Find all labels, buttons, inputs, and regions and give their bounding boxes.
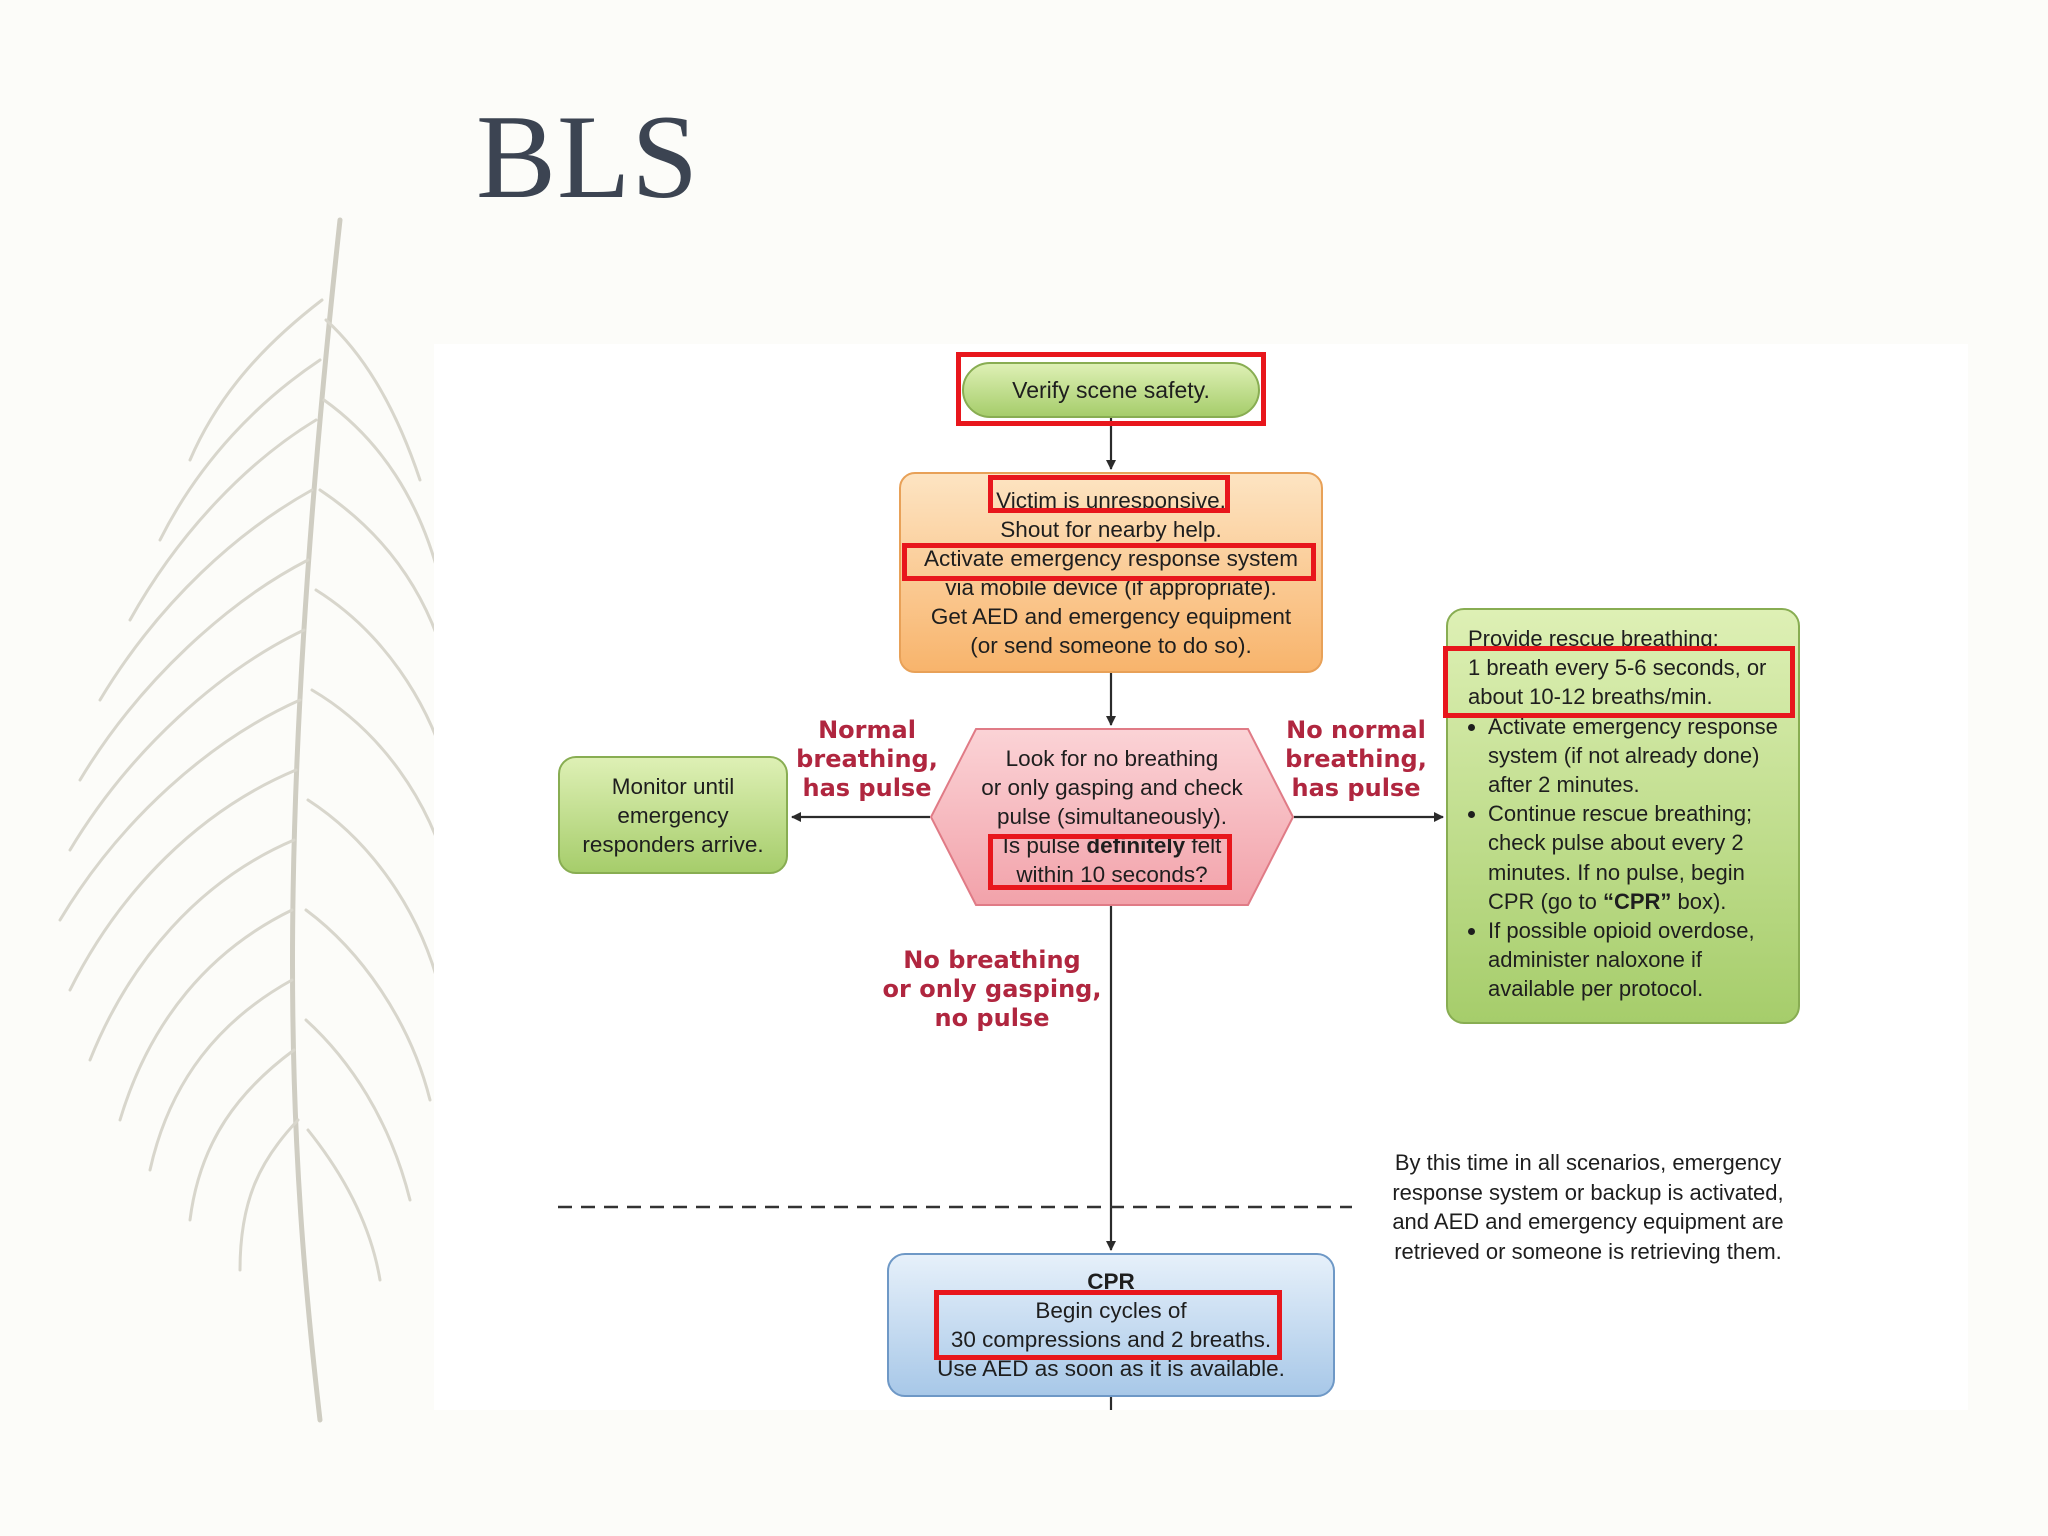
unresponsive-line: Activate emergency response system (924, 545, 1298, 571)
branch-label-line: No breathing (903, 946, 1081, 974)
cpr-line: 30 compressions and 2 breaths. (950, 1327, 1272, 1352)
unresponsive-line: Get AED and emergency equipment (930, 603, 1292, 629)
monitor-line: Monitor until (611, 773, 735, 799)
highlight-pulse-check (988, 834, 1232, 890)
cpr-line: Begin cycles of (1035, 1298, 1187, 1323)
scenario-note: By this time in all scenarios, emergency… (1370, 1148, 1806, 1266)
highlight-activate-emergency (902, 543, 1316, 581)
assessment-text: Look for no breathing or only gasping an… (960, 744, 1264, 889)
unresponsive-line: Shout for nearby help. (1000, 516, 1222, 542)
feather-decoration (58, 217, 452, 1423)
unresponsive-line: (or send someone to do so). (970, 632, 1252, 658)
rescue-bullet-emphasis: “CPR” (1602, 888, 1672, 914)
highlight-victim-unresponsive (988, 475, 1230, 513)
branch-label-line: No normal (1286, 716, 1426, 744)
assessment-line: pulse (simultaneously). (996, 804, 1228, 829)
rescue-bullet: If possible opioid overdose, administer … (1488, 916, 1784, 1004)
branch-label-line: has pulse (1291, 774, 1421, 802)
branch-label-line: or only gasping, (882, 975, 1102, 1003)
monitor-box: Monitor until emergency responders arriv… (558, 756, 788, 874)
rescue-bullet-text: Continue rescue breathing; check pulse a… (1488, 801, 1753, 914)
rescue-bullet: Continue rescue breathing; check pulse a… (1488, 799, 1784, 916)
rescue-intro-line: 1 breath every 5-6 seconds, or (1468, 655, 1767, 681)
cpr-box: CPR Begin cycles of 30 compressions and … (887, 1253, 1335, 1397)
note-line: By this time in all scenarios, emergency (1394, 1150, 1782, 1175)
rescue-bullet-list: Activate emergency response system (if n… (1468, 712, 1784, 1004)
branch-label-line: has pulse (802, 774, 932, 802)
branch-label-normal-breathing: Normal breathing, has pulse (790, 716, 944, 803)
rescue-intro-line: about 10-12 breaths/min. (1468, 684, 1713, 710)
branch-label-line: Normal (818, 716, 916, 744)
note-line: response system or backup is activated, (1392, 1179, 1784, 1205)
highlight-breath-rate (1443, 646, 1795, 718)
branch-label-line: breathing, (796, 745, 938, 773)
verify-scene-safety-box: Verify scene safety. (962, 362, 1260, 418)
cpr-line: Use AED as soon as it is available. (937, 1356, 1285, 1381)
rescue-breathing-box: Provide rescue breathing: 1 breath every… (1446, 608, 1800, 1024)
highlight-compressions (934, 1290, 1282, 1360)
monitor-line: responders arrive. (582, 831, 764, 857)
slide-title: BLS (476, 90, 700, 223)
rescue-bullet-text-end: box). (1671, 888, 1727, 914)
rescue-bullet: Activate emergency response system (if n… (1488, 712, 1784, 800)
assessment-line: within 10 seconds? (1016, 862, 1208, 887)
branch-label-line: no pulse (934, 1004, 1050, 1032)
verify-scene-safety-text: Verify scene safety. (1012, 376, 1210, 403)
note-line: and AED and emergency equipment are (1392, 1209, 1784, 1234)
branch-label-no-breathing: No breathing or only gasping, no pulse (880, 946, 1104, 1033)
cpr-heading: CPR (1087, 1269, 1135, 1294)
assessment-line: or only gasping and check (981, 775, 1243, 800)
monitor-line: emergency (617, 802, 729, 828)
assessment-line: Look for no breathing (1005, 746, 1219, 771)
branch-label-line: breathing, (1285, 745, 1427, 773)
note-line: retrieved or someone is retrieving them. (1394, 1238, 1782, 1264)
assessment-hexagon (930, 728, 1294, 906)
highlight-verify-scene (956, 352, 1266, 426)
branch-label-no-normal-breathing: No normal breathing, has pulse (1280, 716, 1432, 803)
